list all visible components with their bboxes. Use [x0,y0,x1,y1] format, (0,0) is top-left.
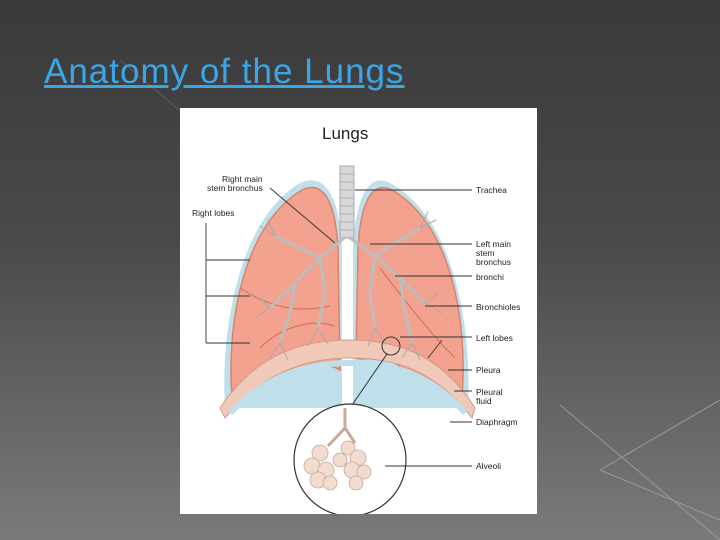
label-diaphragm: Diaphragm [476,417,518,427]
lungs-diagram: Lungs [180,108,537,514]
diaphragm [219,339,476,420]
label-bronchi: bronchi [476,272,504,282]
label-right-main-stem-bronchus-2: stem bronchus [207,183,263,193]
label-bronchioles: Bronchioles [476,302,520,312]
trachea [339,165,355,239]
magnified-region-marker [381,336,401,356]
label-left-main-stem-bronchus-3: bronchus [476,257,511,267]
slide-title: Anatomy of the Lungs [44,52,405,91]
label-pleural-fluid-2: fluid [476,396,492,406]
diagram-heading: Lungs [322,124,368,143]
label-left-main-stem-bronchus-2: stem [476,248,494,258]
label-pleural-fluid: Pleural [476,387,503,397]
label-pleura: Pleura [476,365,501,375]
label-right-lobes: Right lobes [192,208,235,218]
alveoli-cluster [303,440,372,491]
label-trachea: Trachea [476,185,507,195]
label-left-lobes: Left lobes [476,333,513,343]
label-left-main-stem-bronchus: Left main [476,239,511,249]
bronchial-tree [268,226,427,345]
label-right-main-stem-bronchus: Right main [222,174,263,184]
label-alveoli: Alveoli [476,461,501,471]
